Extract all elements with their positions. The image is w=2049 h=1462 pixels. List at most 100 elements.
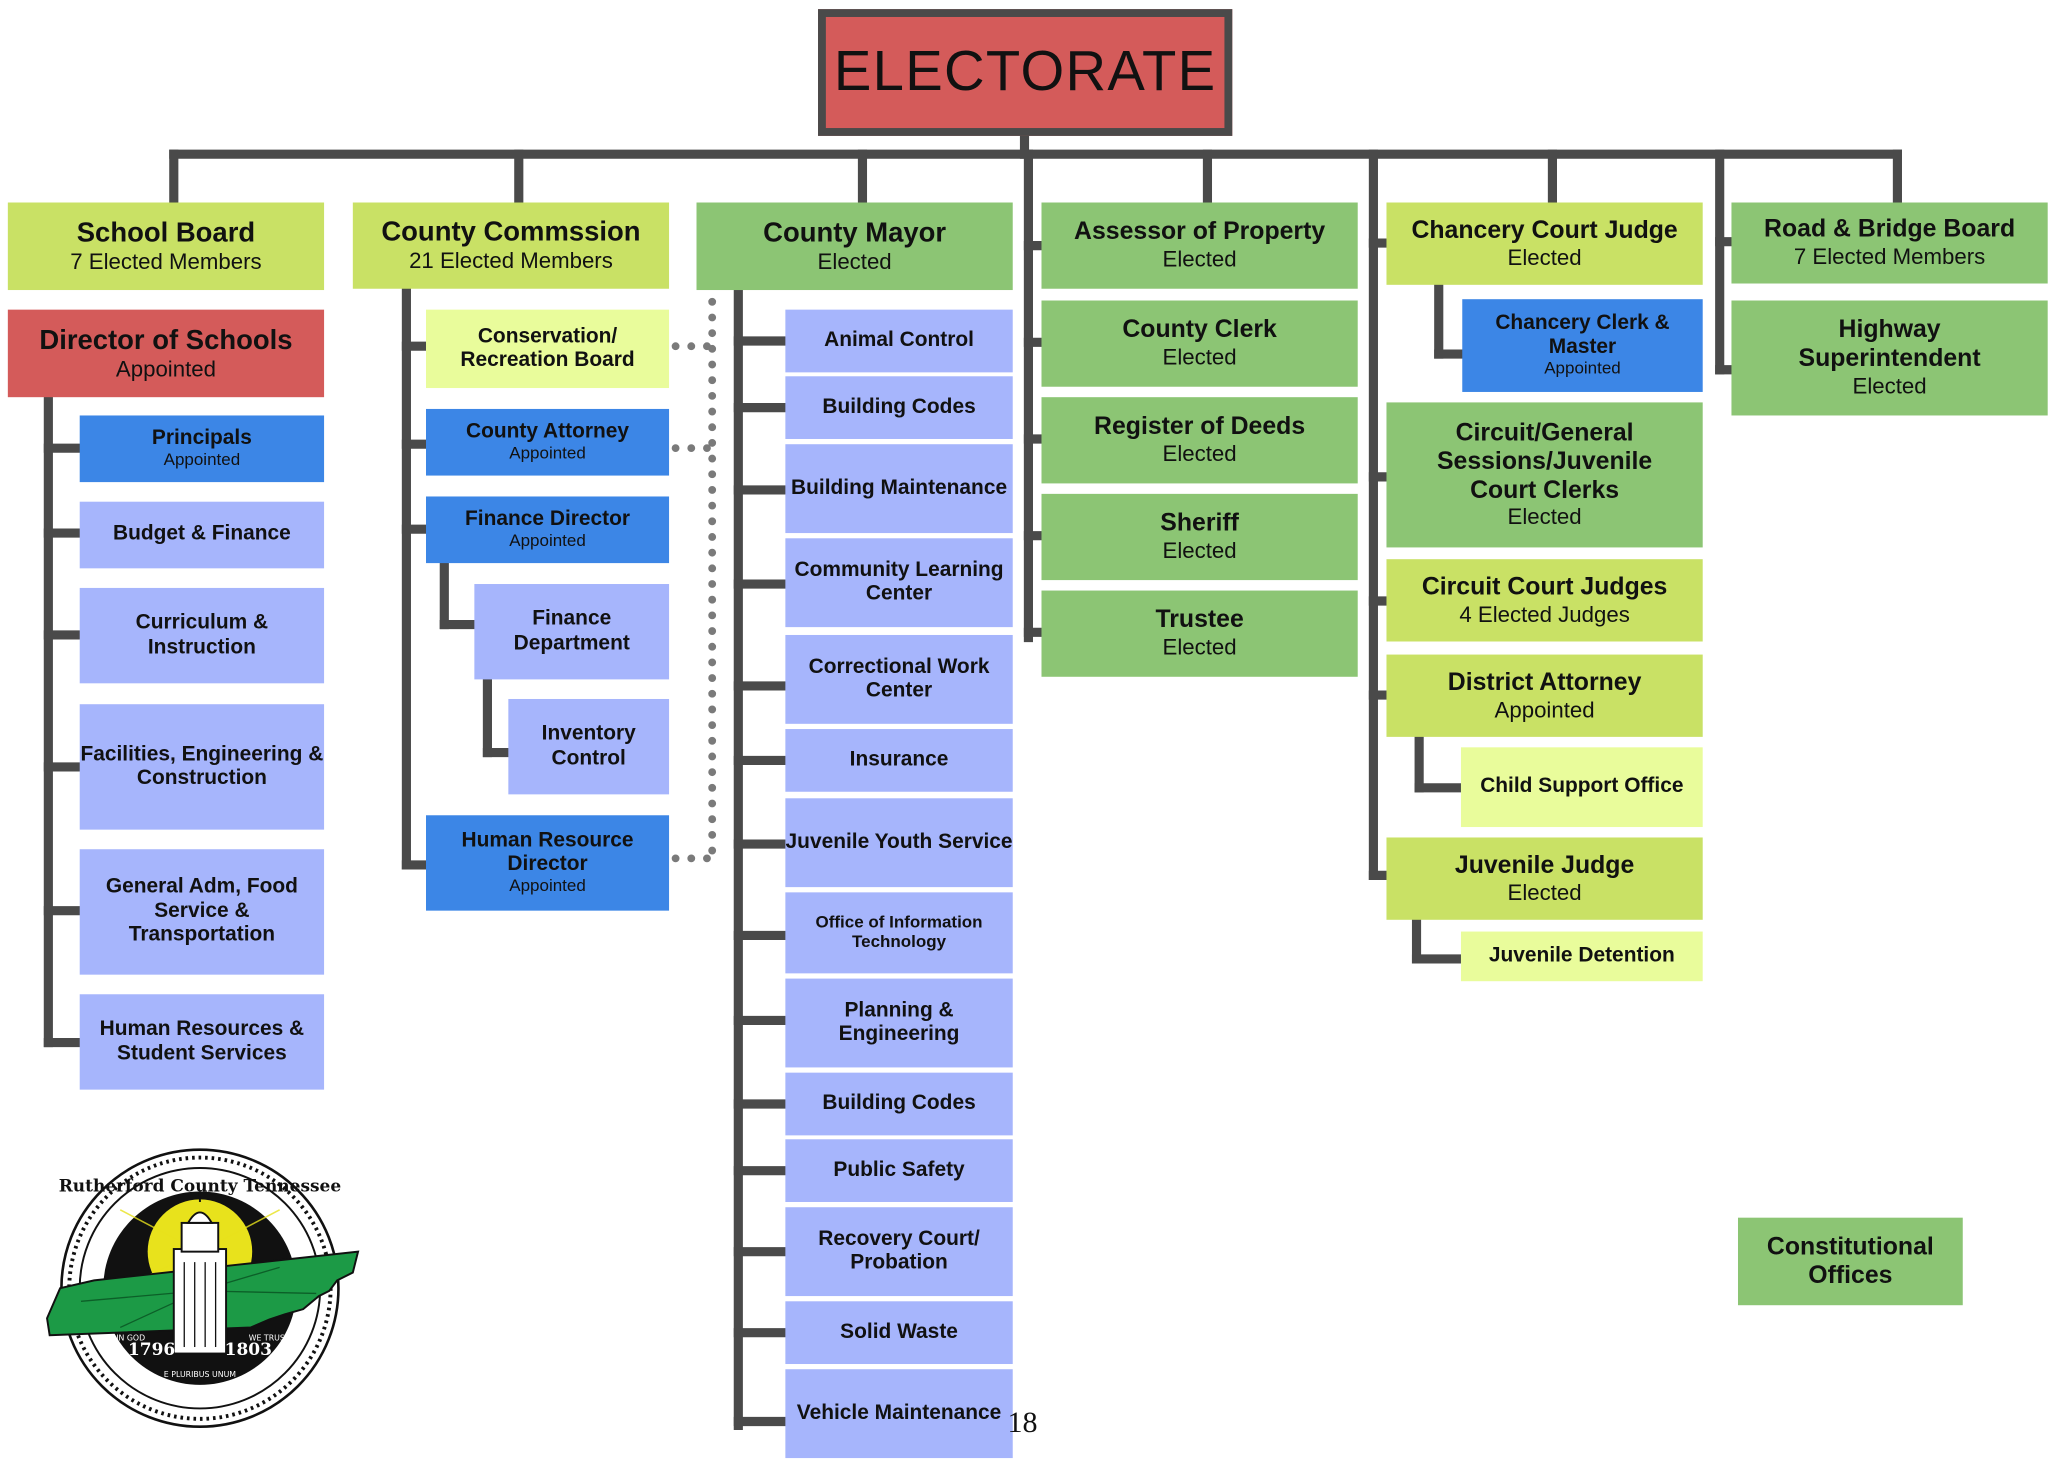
child-support-office-box: Child Support Office bbox=[1460, 747, 1703, 828]
school-board-sub: 7 Elected Members bbox=[70, 249, 262, 275]
sheriff-box: Sheriff Elected bbox=[1041, 493, 1358, 581]
county-commission-sub: 21 Elected Members bbox=[409, 248, 613, 274]
seal-year-right: 1803 bbox=[225, 1340, 272, 1360]
county-mayor-sub: Elected bbox=[817, 249, 892, 275]
seal-motto-right: WE TRUST bbox=[249, 1333, 290, 1342]
juvenile-judge-sub: Elected bbox=[1507, 880, 1582, 905]
conservation-board-box: Conservation/ Recreation Board bbox=[426, 309, 670, 389]
conservation-board-label: Conservation/ Recreation Board bbox=[460, 324, 635, 372]
inventory-control-label: Inventory Control bbox=[541, 722, 636, 769]
district-attorney-box: District Attorney Appointed bbox=[1386, 654, 1703, 737]
circuit-clerks-title: Circuit/General Sessions/Juvenile Court … bbox=[1436, 419, 1653, 504]
seal-motto-left: IN GOD bbox=[116, 1333, 145, 1342]
mayor-dept-planning-engineering: Planning & Engineering bbox=[785, 978, 1013, 1068]
mayor-dept-label: Public Safety bbox=[833, 1158, 965, 1181]
mayor-dept-public-safety: Public Safety bbox=[785, 1139, 1013, 1202]
school-dept-budget-finance: Budget & Finance bbox=[79, 501, 325, 569]
finance-department-label: Finance Department bbox=[513, 607, 630, 654]
mayor-dept-label: Insurance bbox=[849, 748, 949, 771]
mayor-dept-building-codes: Building Codes bbox=[785, 376, 1013, 439]
chancery-court-judge-box: Chancery Court Judge Elected bbox=[1386, 202, 1703, 285]
county-commission-box: County Commssion 21 Elected Members bbox=[352, 202, 670, 289]
school-dept-label: Facilities, Engineering & Construction bbox=[80, 742, 324, 790]
road-bridge-board-box: Road & Bridge Board 7 Elected Members bbox=[1731, 202, 2048, 284]
seal-ring-text: Rutherford County Tennessee bbox=[59, 1177, 342, 1197]
chancery-clerk-box: Chancery Clerk & Master Appointed bbox=[1462, 299, 1703, 392]
official-title: Trustee bbox=[1155, 606, 1244, 635]
district-attorney-sub: Appointed bbox=[1494, 697, 1595, 723]
chancery-clerk-title: Chancery Clerk & Master bbox=[1495, 311, 1670, 359]
mayor-dept-community-learning: Community Learning Center bbox=[785, 538, 1013, 628]
mayor-dept-label: Juvenile Youth Service bbox=[785, 830, 1013, 853]
county-attorney-box: County Attorney Appointed bbox=[426, 408, 670, 476]
road-bridge-board-title: Road & Bridge Board bbox=[1764, 215, 2016, 244]
official-sub: Elected bbox=[1162, 345, 1237, 370]
highway-superintendent-box: Highway Superintendent Elected bbox=[1731, 300, 2048, 416]
finance-director-sub: Appointed bbox=[509, 530, 586, 551]
legend-label: Constitutional Offices bbox=[1766, 1232, 1934, 1289]
road-bridge-board-sub: 7 Elected Members bbox=[1793, 244, 1986, 270]
school-board-title: School Board bbox=[76, 217, 256, 248]
juvenile-detention-box: Juvenile Detention bbox=[1460, 931, 1703, 982]
chancery-court-judge-sub: Elected bbox=[1507, 245, 1582, 270]
director-of-schools-title: Director of Schools bbox=[39, 324, 293, 355]
principals-title: Principals bbox=[151, 427, 252, 450]
finance-director-box: Finance Director Appointed bbox=[426, 496, 670, 564]
county-mayor-title: County Mayor bbox=[763, 217, 947, 248]
school-dept-label: General Adm, Food Service & Transportati… bbox=[105, 875, 298, 947]
school-dept-label: Human Resources & Student Services bbox=[99, 1017, 305, 1065]
mayor-dept-solid-waste: Solid Waste bbox=[785, 1301, 1013, 1365]
juvenile-judge-title: Juvenile Judge bbox=[1454, 851, 1635, 880]
official-sub: Elected bbox=[1162, 247, 1237, 272]
official-title: County Clerk bbox=[1122, 316, 1277, 345]
director-of-schools-sub: Appointed bbox=[115, 356, 216, 382]
county-clerk-box: County Clerk Elected bbox=[1041, 300, 1358, 387]
school-dept-general-adm: General Adm, Food Service & Transportati… bbox=[79, 849, 325, 975]
child-support-office-label: Child Support Office bbox=[1480, 775, 1684, 798]
juvenile-judge-box: Juvenile Judge Elected bbox=[1386, 837, 1703, 920]
hr-director-title: Human Resource Director bbox=[461, 829, 634, 876]
highway-superintendent-title: Highway Superintendent bbox=[1798, 316, 1981, 373]
mayor-dept-animal-control: Animal Control bbox=[785, 309, 1013, 373]
register-of-deeds-box: Register of Deeds Elected bbox=[1041, 397, 1358, 484]
mayor-dept-recovery-court: Recovery Court/ Probation bbox=[785, 1207, 1013, 1297]
school-dept-curriculum: Curriculum & Instruction bbox=[79, 587, 325, 684]
finance-department-box: Finance Department bbox=[474, 584, 670, 680]
mayor-dept-label: Vehicle Maintenance bbox=[796, 1401, 1002, 1424]
inventory-control-box: Inventory Control bbox=[508, 698, 670, 795]
seal-year-left: 1796 bbox=[128, 1340, 175, 1360]
electorate-box: ELECTORATE bbox=[818, 9, 1233, 136]
mayor-dept-vehicle-maintenance: Vehicle Maintenance bbox=[785, 1369, 1013, 1459]
mayor-dept-label: Building Maintenance bbox=[791, 476, 1008, 499]
mayor-dept-label: Planning & Engineering bbox=[838, 998, 960, 1046]
mayor-dept-label: Recovery Court/ Probation bbox=[818, 1227, 980, 1274]
county-seal-logo: Rutherford County Tennessee IN GOD WE TR… bbox=[46, 1148, 360, 1429]
circuit-court-judges-sub: 4 Elected Judges bbox=[1459, 601, 1630, 627]
mayor-dept-juvenile-youth: Juvenile Youth Service bbox=[785, 798, 1013, 888]
chancery-court-judge-title: Chancery Court Judge bbox=[1411, 216, 1678, 245]
school-board-box: School Board 7 Elected Members bbox=[7, 202, 325, 291]
mayor-dept-label: Community Learning Center bbox=[794, 558, 1004, 605]
school-dept-human-resources: Human Resources & Student Services bbox=[79, 994, 325, 1090]
mayor-dept-label: Building Codes bbox=[822, 395, 976, 418]
circuit-clerks-sub: Elected bbox=[1507, 504, 1582, 530]
principals-box: Principals Appointed bbox=[79, 415, 325, 483]
mayor-dept-label: Solid Waste bbox=[840, 1320, 958, 1343]
mayor-dept-correctional-work: Correctional Work Center bbox=[785, 634, 1013, 724]
hr-director-box: Human Resource Director Appointed bbox=[426, 815, 670, 911]
finance-director-title: Finance Director bbox=[465, 508, 631, 531]
mayor-dept-label: Office of Information Technology bbox=[815, 912, 983, 952]
county-attorney-sub: Appointed bbox=[509, 443, 586, 463]
official-sub: Elected bbox=[1162, 441, 1237, 467]
school-dept-label: Curriculum & Instruction bbox=[135, 611, 269, 658]
mayor-dept-building-maintenance: Building Maintenance bbox=[785, 444, 1013, 534]
mayor-dept-building-codes-2: Building Codes bbox=[785, 1072, 1013, 1136]
chancery-clerk-sub: Appointed bbox=[1544, 358, 1621, 379]
official-title: Assessor of Property bbox=[1074, 218, 1326, 247]
circuit-court-judges-title: Circuit Court Judges bbox=[1421, 573, 1668, 601]
seal-banner: E PLURIBUS UNUM bbox=[164, 1370, 236, 1379]
official-title: Register of Deeds bbox=[1094, 413, 1306, 441]
principals-sub: Appointed bbox=[163, 449, 241, 470]
